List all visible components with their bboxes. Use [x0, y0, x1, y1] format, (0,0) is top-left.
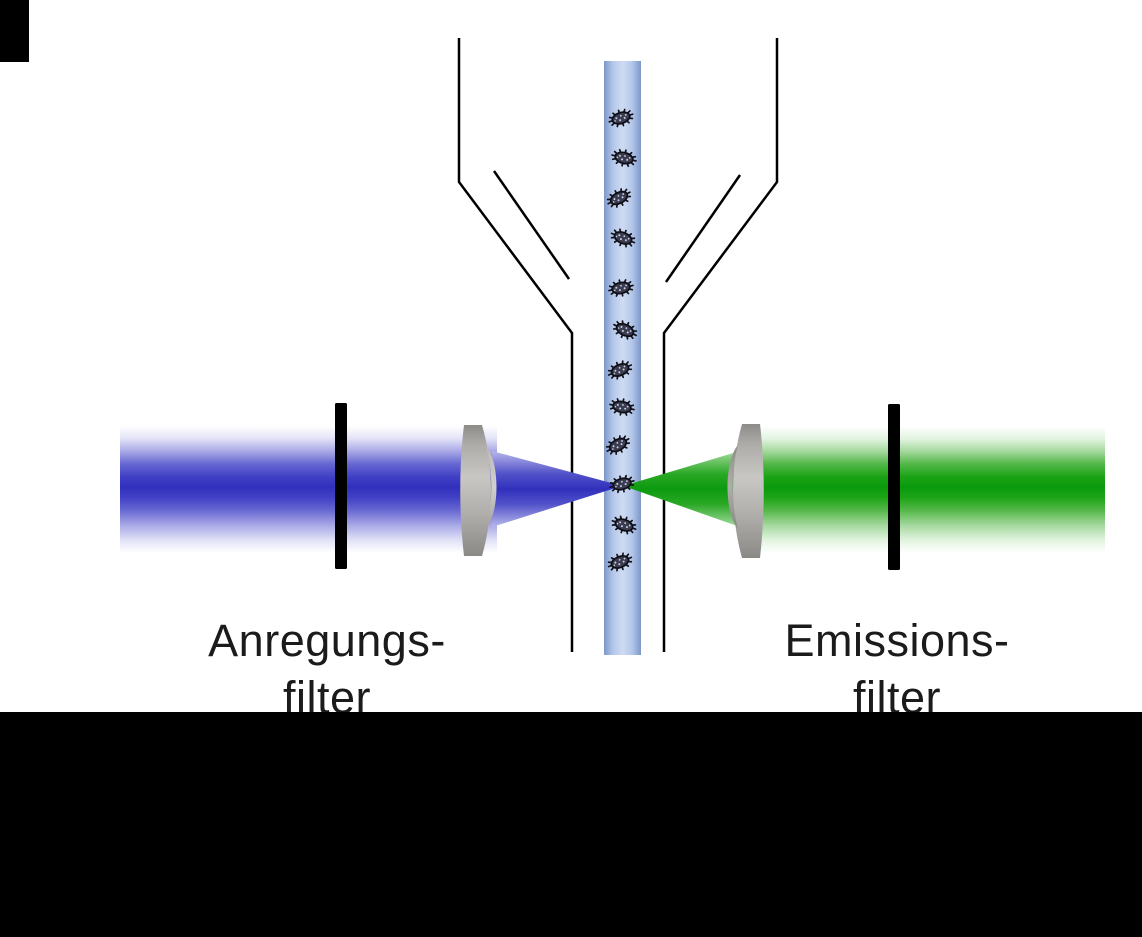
cuvette-outer-wall-right	[662, 38, 779, 652]
cuvette-outer-wall-left	[457, 38, 574, 652]
emission-beam	[750, 426, 1105, 553]
excitation-beam	[120, 426, 497, 553]
collection-lens	[727, 424, 764, 558]
excitation-filter-label-line1: Anregungs-	[208, 615, 446, 666]
emission-filter-label: Emissions- filter	[737, 612, 1057, 726]
excitation-filter-bar	[335, 403, 347, 569]
bottom-black-mask	[0, 712, 1142, 937]
focusing-lens	[460, 425, 497, 556]
excitation-filter-label: Anregungs- filter	[167, 612, 487, 726]
injector-wall-right	[664, 174, 742, 283]
corner-black-mask	[0, 0, 29, 62]
emission-filter-label-line1: Emissions-	[784, 615, 1010, 666]
emission-filter-bar	[888, 404, 900, 570]
injector-wall-left	[492, 170, 571, 280]
excitation-focus-cone	[492, 451, 617, 527]
emission-collect-cone	[628, 451, 740, 527]
